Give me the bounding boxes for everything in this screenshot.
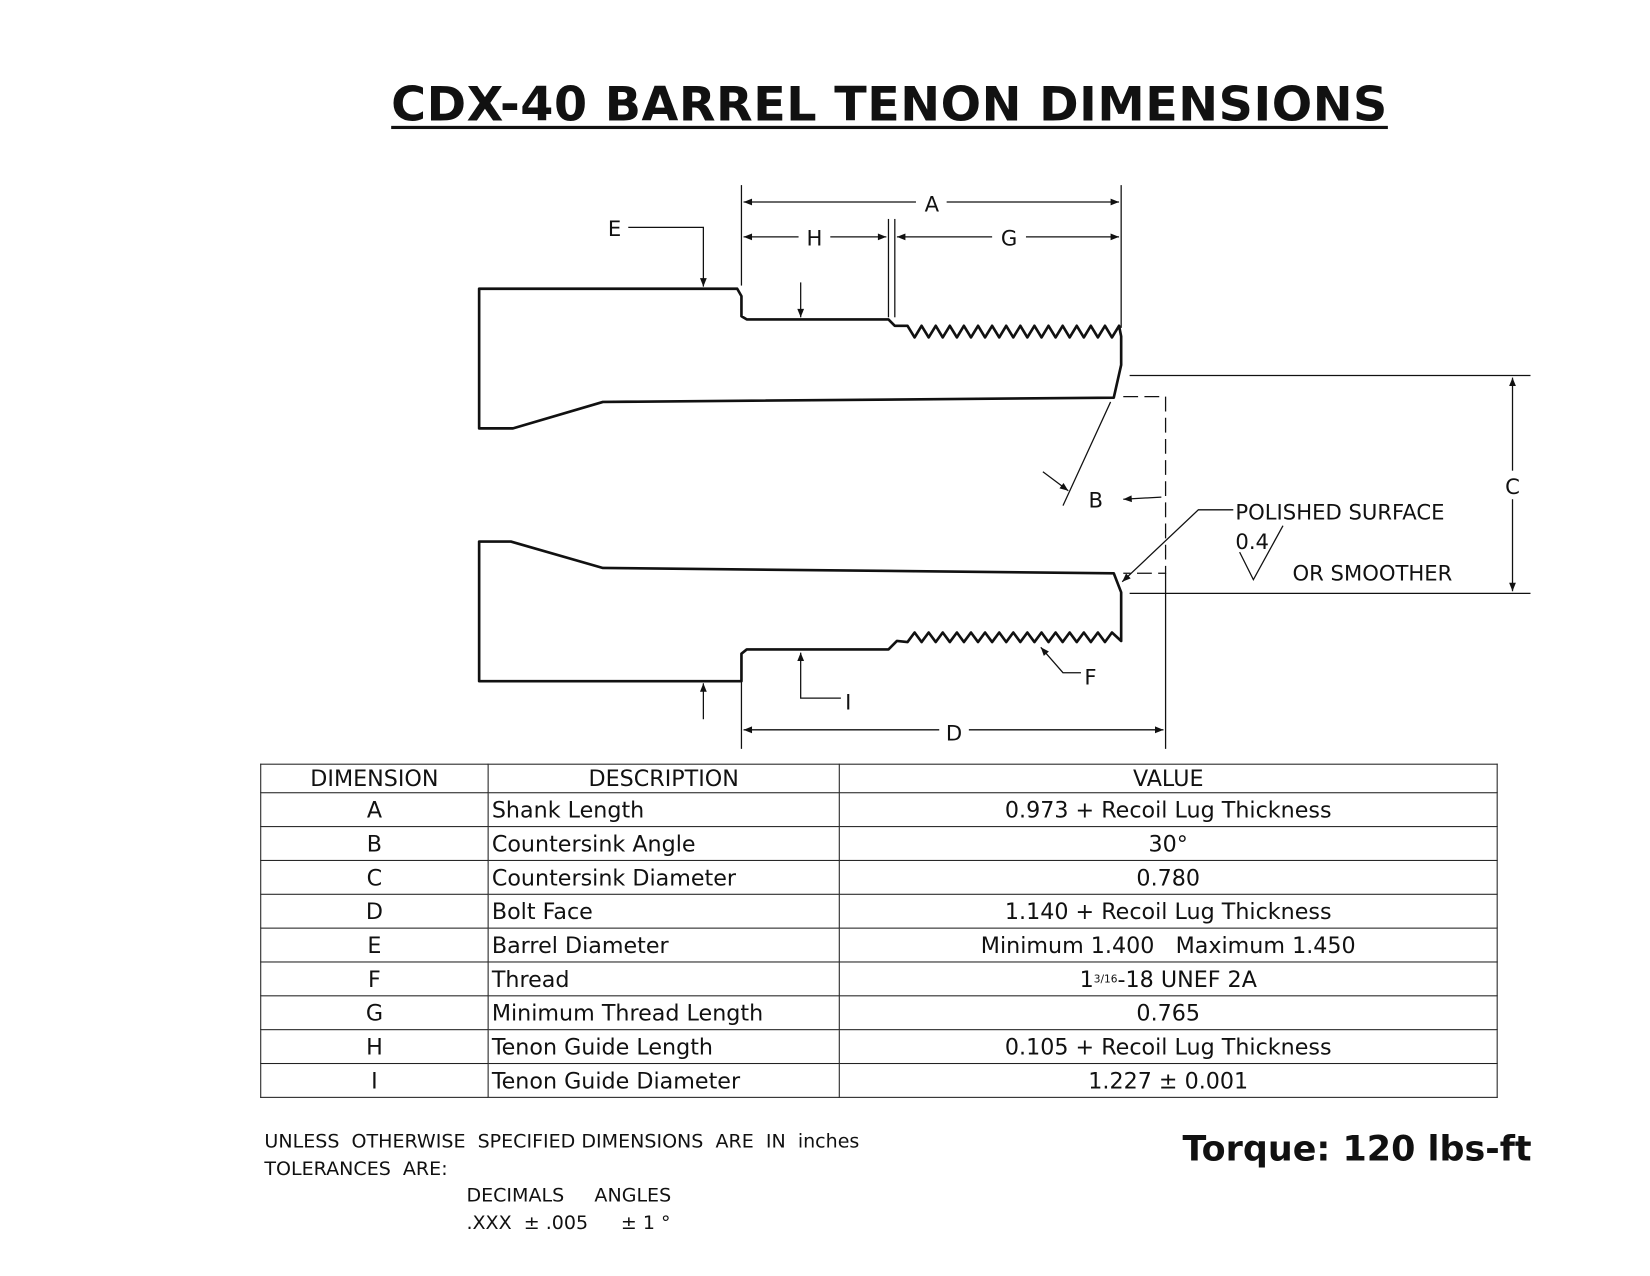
value-cell: 1.140 + Recoil Lug Thickness [838,893,1498,929]
label-d: D [946,720,962,745]
table-header-row: DIMENSION DESCRIPTION VALUE [260,763,1498,794]
value-cell: Minimum 1.400 Maximum 1.450 [838,927,1498,963]
dimension-i-leader [797,652,841,699]
page-title: CDX-40 BARREL TENON DIMENSIONS [391,76,1388,133]
dimension-cell: D [260,893,489,929]
dimension-e-leader [628,226,707,287]
label-e: E [608,216,621,241]
surface-finish-symbol [1239,525,1284,581]
label-h: H [806,225,822,250]
label-c: C [1505,474,1520,499]
column-header: VALUE [838,763,1498,794]
value-cell: 13/16-18 UNEF 2A [838,961,1498,997]
description-cell: Shank Length [487,792,840,828]
barrel-upper-profile [477,287,1123,430]
value-cell: 1.227 ± 0.001 [838,1062,1498,1098]
polished-surface-leader [1121,509,1234,583]
label-a: A [925,192,940,217]
description-cell: Minimum Thread Length [487,995,840,1031]
column-header: DIMENSION [260,763,489,794]
dimension-cell: A [260,792,489,828]
column-header: DESCRIPTION [487,763,840,794]
countersink-hidden-line [1123,396,1167,574]
decimals-label: DECIMALS [466,1184,565,1207]
angles-tolerance: ± 1 ° [620,1212,671,1235]
roughness-value: 0.4 [1235,529,1269,554]
or-smoother-label: OR SMOOTHER [1293,561,1453,586]
value-cell: 0.105 + Recoil Lug Thickness [838,1029,1498,1065]
tenon-drawing: A H G E B C F I D POLISHED SURFACE 0.4 O… [477,185,1531,749]
label-g: G [1001,225,1017,250]
description-cell: Barrel Diameter [487,927,840,963]
dimension-cell: I [260,1062,489,1098]
thread-fraction: 3/16 [1093,973,1118,986]
description-cell: Countersink Diameter [487,859,840,895]
label-b: B [1089,488,1104,513]
dimension-cell: H [260,1029,489,1065]
decimals-tolerance: .XXX ± .005 [466,1212,589,1235]
dimension-cell: F [260,961,489,997]
value-cell: 0.973 + Recoil Lug Thickness [838,792,1498,828]
value-cell: 0.765 [838,995,1498,1031]
angles-label: ANGLES [594,1184,672,1207]
barrel-lower-profile [477,540,1123,683]
description-cell: Tenon Guide Diameter [487,1062,840,1098]
units-note: UNLESS OTHERWISE SPECIFIED DIMENSIONS AR… [264,1130,860,1153]
label-f: F [1084,664,1096,689]
torque-spec: Torque: 120 lbs-ft [1182,1127,1532,1169]
dimension-b-arrow [1123,495,1162,503]
dimension-cell: C [260,859,489,895]
tolerances-note: TOLERANCES ARE: [264,1158,448,1181]
polished-surface-label: POLISHED SURFACE [1235,499,1444,524]
value-cell: 30° [838,826,1498,861]
description-cell: Bolt Face [487,893,840,929]
description-cell: Thread [487,961,840,997]
countersink-angle-line [1062,401,1112,506]
label-i: I [845,690,851,715]
description-cell: Tenon Guide Length [487,1029,840,1065]
thread-whole: 1 [1079,966,1094,992]
dimension-cell: B [260,826,489,861]
dimension-b-arrow [1042,471,1069,492]
dimension-f-leader [1040,646,1081,674]
thread-spec: -18 UNEF 2A [1117,966,1257,992]
dimension-cell: E [260,927,489,963]
dimension-cell: G [260,995,489,1031]
value-cell: 0.780 [838,859,1498,895]
description-cell: Countersink Angle [487,826,840,861]
